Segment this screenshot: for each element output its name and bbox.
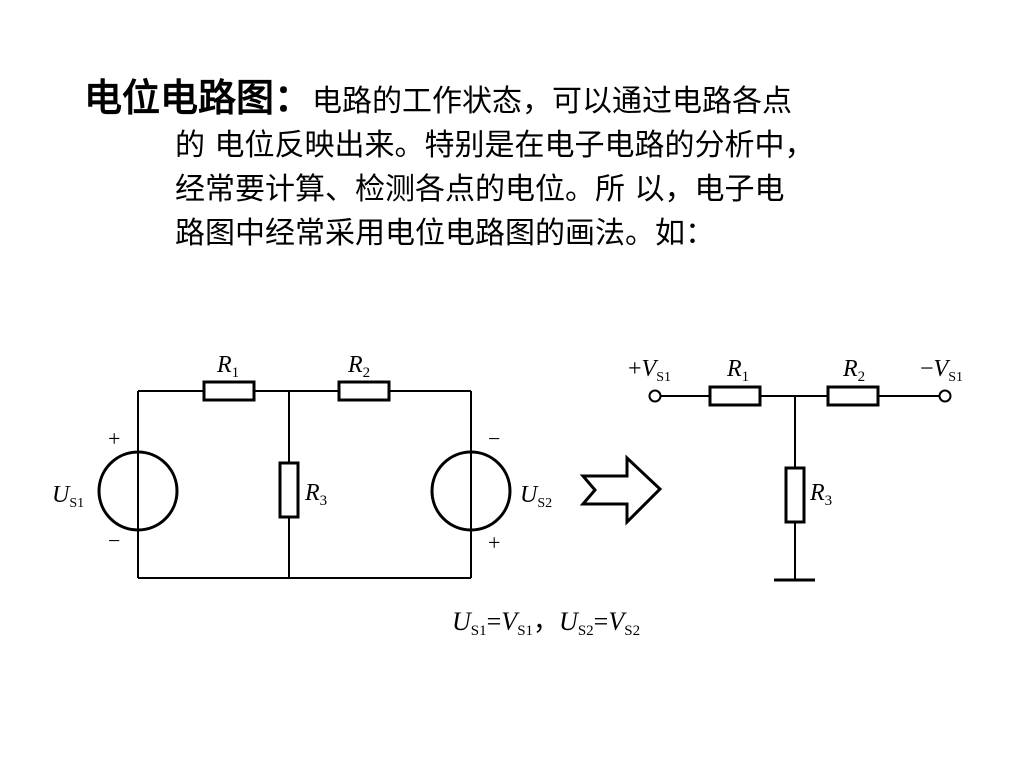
us2-label: US2 bbox=[520, 482, 552, 511]
vs1-plus-terminal bbox=[648, 389, 662, 403]
left-r1-resistor bbox=[202, 380, 256, 402]
us1-label: US1 bbox=[52, 482, 84, 511]
right-r2-label: R2 bbox=[842, 356, 865, 385]
right-r1-resistor bbox=[708, 385, 762, 407]
right-r1-label: R1 bbox=[726, 356, 749, 385]
heading-title: 电位电路图： bbox=[84, 75, 313, 120]
us2-plus-sign: + bbox=[488, 530, 500, 555]
text-line-1: 电位电路图：电路的工作状态，可以通过电路各点 bbox=[84, 76, 944, 124]
transform-arrow-icon bbox=[579, 454, 663, 526]
us1-plus-sign: + bbox=[108, 426, 120, 451]
text-line-3: 经常要计算、检测各点的电位。所 以，电子电 bbox=[175, 172, 785, 207]
right-r2-resistor bbox=[826, 385, 880, 407]
us1-voltage-source bbox=[97, 450, 179, 532]
us2-voltage-source bbox=[430, 450, 512, 532]
left-r2-label: R2 bbox=[347, 352, 370, 381]
left-r3-label: R3 bbox=[304, 480, 327, 509]
text-line-2: 的 电位反映出来。特别是在电子电路的分析中， bbox=[175, 128, 815, 163]
left-r2-resistor bbox=[337, 380, 391, 402]
description-text: 电位电路图：电路的工作状态，可以通过电路各点 的 电位反映出来。特别是在电子电路… bbox=[84, 76, 944, 256]
left-r3-resistor bbox=[278, 461, 300, 519]
vs1-minus-label: −VS1 bbox=[920, 356, 963, 385]
text-line-4: 路图中经常采用电位电路图的画法。如： bbox=[175, 216, 715, 251]
source-potential-equation: US1=VS1，US2=VS2 bbox=[452, 607, 640, 639]
us2-minus-sign: − bbox=[488, 426, 500, 451]
left-circuit-wires bbox=[137, 390, 472, 579]
right-r3-resistor bbox=[784, 466, 806, 524]
vs1-minus-terminal bbox=[938, 389, 952, 403]
left-r1-label: R1 bbox=[216, 352, 239, 381]
right-circuit-wires bbox=[660, 395, 940, 580]
text-line-1-body: 电路的工作状态，可以通过电路各点 bbox=[312, 84, 793, 119]
vs1-plus-label: +VS1 bbox=[628, 356, 671, 385]
right-r3-label: R3 bbox=[809, 480, 832, 509]
us1-minus-sign: − bbox=[108, 528, 120, 553]
